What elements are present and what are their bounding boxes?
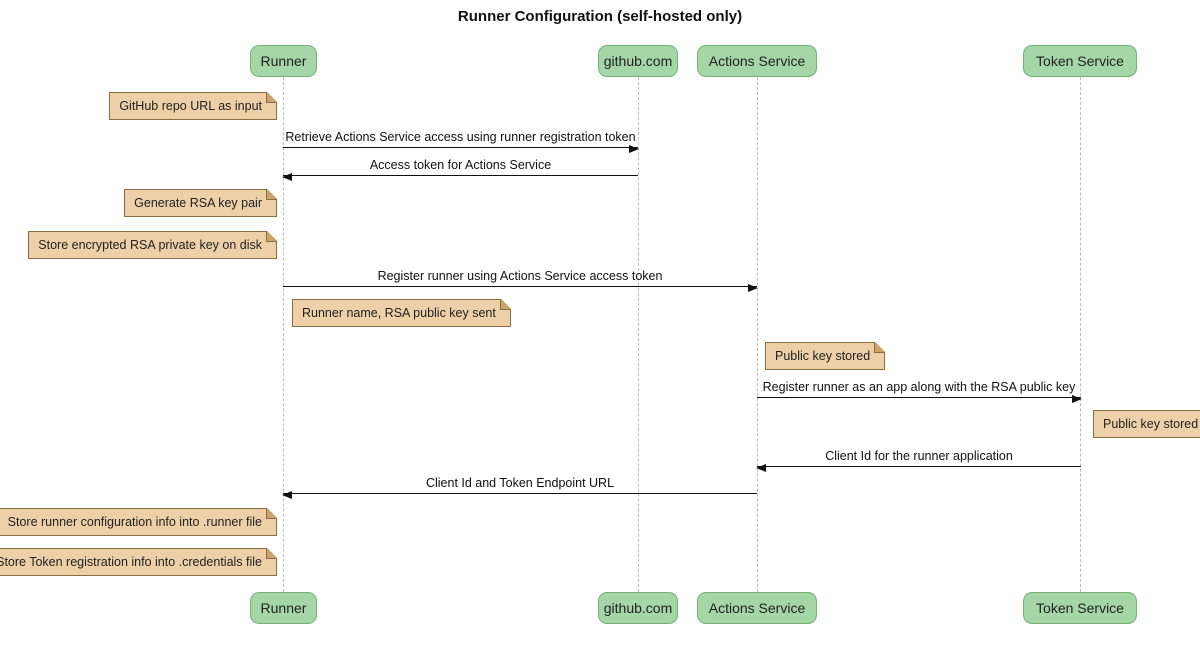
message-client-id-token-endpoint: Client Id and Token Endpoint URL xyxy=(282,476,757,499)
note-generate-rsa-key-pair: Generate RSA key pair xyxy=(124,189,277,217)
note-fold-corner-icon xyxy=(874,342,886,353)
arrowhead-left-icon xyxy=(282,173,292,181)
note-public-key-stored-actions: Public key stored xyxy=(765,342,886,370)
message-label: Register runner as an app along with the… xyxy=(762,380,1076,394)
message-line xyxy=(283,493,757,494)
arrowhead-left-icon xyxy=(282,491,292,499)
participant-runner-top: Runner xyxy=(250,45,317,77)
message-line xyxy=(283,286,757,287)
message-line xyxy=(757,397,1081,398)
lifeline-runner xyxy=(283,77,284,592)
lifeline-actions-service xyxy=(757,77,758,592)
participant-actions-service-bottom: Actions Service xyxy=(697,592,817,624)
message-label: Access token for Actions Service xyxy=(369,158,552,172)
message-client-id-runner-app: Client Id for the runner application xyxy=(756,449,1081,472)
note-text: Public key stored xyxy=(1103,416,1199,431)
note-store-token-registration: Store Token registration info into .cred… xyxy=(0,548,277,576)
note-text: Runner name, RSA public key sent xyxy=(302,305,496,320)
message-line xyxy=(283,175,638,176)
lifeline-token-service xyxy=(1080,77,1081,592)
note-text: Store encrypted RSA private key on disk xyxy=(38,237,262,252)
note-fold-corner-icon xyxy=(266,508,277,519)
participant-github-top: github.com xyxy=(598,45,678,77)
message-label: Client Id for the runner application xyxy=(825,449,1013,463)
arrowhead-right-icon xyxy=(1072,395,1082,403)
note-runner-name-public-key: Runner name, RSA public key sent xyxy=(292,299,511,327)
arrowhead-right-icon xyxy=(629,145,639,153)
message-label: Client Id and Token Endpoint URL xyxy=(425,476,615,490)
note-text: Store runner configuration info into .ru… xyxy=(7,514,262,529)
note-text: Generate RSA key pair xyxy=(134,195,262,210)
message-access-token: Access token for Actions Service xyxy=(282,158,638,181)
participant-github-bottom: github.com xyxy=(598,592,678,624)
diagram-title: Runner Configuration (self-hosted only) xyxy=(457,8,743,25)
message-register-runner: Register runner using Actions Service ac… xyxy=(283,269,758,292)
participant-runner-bottom: Runner xyxy=(250,592,317,624)
message-register-runner-as-app: Register runner as an app along with the… xyxy=(757,380,1082,403)
message-line xyxy=(757,466,1081,467)
message-retrieve-actions-access: Retrieve Actions Service access using ru… xyxy=(283,130,639,153)
note-fold-corner-icon xyxy=(266,548,277,559)
note-fold-corner-icon xyxy=(499,299,511,310)
lifeline-github xyxy=(638,77,639,592)
note-fold-corner-icon xyxy=(266,189,277,200)
note-text: GitHub repo URL as input xyxy=(119,98,262,113)
note-text: Public key stored xyxy=(775,348,871,363)
note-fold-corner-icon xyxy=(266,231,277,242)
note-store-encrypted-rsa-key: Store encrypted RSA private key on disk xyxy=(28,231,277,259)
arrowhead-left-icon xyxy=(756,464,766,472)
participant-token-service-top: Token Service xyxy=(1023,45,1137,77)
note-public-key-stored-token: Public key stored xyxy=(1093,410,1200,438)
note-fold-corner-icon xyxy=(266,92,277,103)
participant-token-service-bottom: Token Service xyxy=(1023,592,1137,624)
note-github-repo-url: GitHub repo URL as input xyxy=(109,92,277,120)
arrowhead-right-icon xyxy=(748,284,758,292)
message-label: Register runner using Actions Service ac… xyxy=(377,269,663,283)
note-store-runner-config: Store runner configuration info into .ru… xyxy=(0,508,277,536)
note-text: Store Token registration info into .cred… xyxy=(0,554,262,569)
message-line xyxy=(283,147,638,148)
participant-actions-service-top: Actions Service xyxy=(697,45,817,77)
message-label: Retrieve Actions Service access using ru… xyxy=(285,130,636,144)
